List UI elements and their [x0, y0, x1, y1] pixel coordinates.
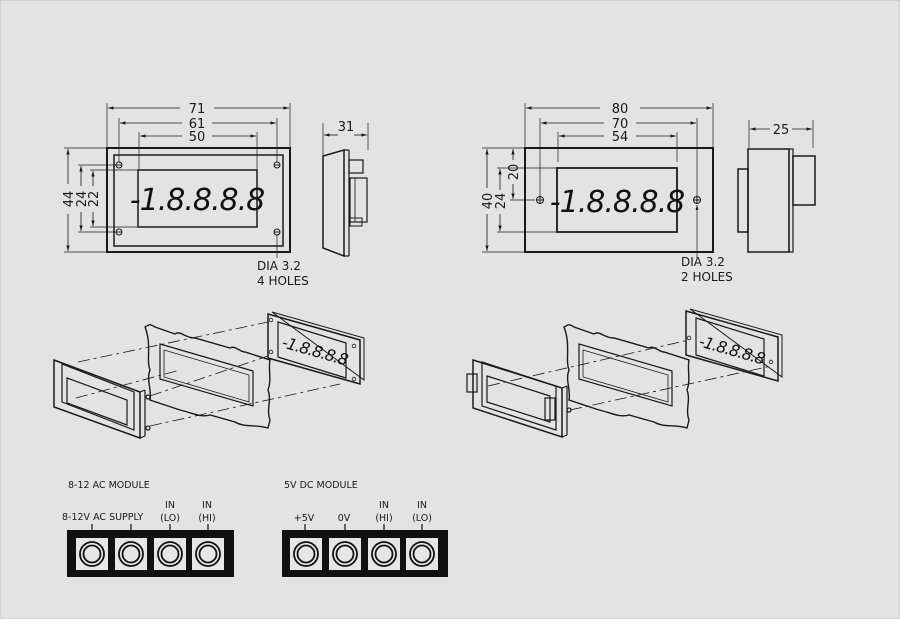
mounting-hole-icon: [115, 228, 123, 236]
lcd-display-readout-right: -1.8.8.8.8: [550, 185, 684, 220]
ac-terminal-4-label-top: IN: [202, 500, 212, 511]
mounting-hole-icon: [273, 228, 281, 236]
mounting-hole-icon: [693, 196, 701, 204]
dim-overall-width: 71: [189, 102, 206, 117]
dim-overall-width-right: 80: [612, 102, 629, 117]
dim-hole-pitch-width: 61: [189, 117, 206, 132]
ac-terminal-4-label-bottom: (HI): [198, 513, 215, 524]
ac-supply-label: 8-12V AC SUPPLY: [62, 512, 144, 523]
dim-hole-pitch-height: 24: [75, 191, 90, 208]
dc-terminal-block: [282, 524, 448, 577]
dc-terminal-4-label-bottom: (LO): [412, 513, 432, 524]
ac-module-title: 8-12 AC MODULE: [68, 480, 150, 491]
left-exploded-view: [53, 311, 365, 440]
right-meter-side-view: [737, 120, 816, 253]
terminal-screw-icon: [290, 538, 322, 570]
hole-note-dia-right: DIA 3.2: [681, 255, 725, 269]
dim-depth-right: 25: [773, 123, 790, 138]
dc-terminal-1-label: +5V: [294, 513, 315, 524]
mounting-hole-icon: [115, 161, 123, 169]
dim-cutout-width-right: 54: [612, 130, 629, 145]
terminal-screw-icon: [406, 538, 438, 570]
left-meter-side-view: [322, 123, 369, 258]
dc-terminal-3-label-bottom: (HI): [375, 513, 392, 524]
hole-note-count-right: 2 HOLES: [681, 270, 733, 284]
dim-overall-height-right: 40: [481, 193, 496, 210]
dc-terminal-2-label: 0V: [338, 513, 351, 524]
terminal-screw-icon: [115, 538, 147, 570]
dim-inner-height-right: 24: [494, 193, 509, 210]
dim-half-height-right: 20: [507, 164, 522, 181]
mounting-hole-icon: [273, 161, 281, 169]
terminal-screw-icon: [329, 538, 361, 570]
dim-overall-height: 44: [62, 191, 77, 208]
dc-terminal-4-label-top: IN: [417, 500, 427, 511]
terminal-screw-icon: [192, 538, 224, 570]
terminal-screw-icon: [154, 538, 186, 570]
left-meter-front-view: [64, 103, 291, 258]
dim-cutout-width: 50: [189, 130, 206, 145]
terminal-screw-icon: [368, 538, 400, 570]
dim-depth: 31: [338, 120, 355, 135]
dc-terminal-3-label-top: IN: [379, 500, 389, 511]
hole-note-dia: DIA 3.2: [257, 259, 301, 273]
right-exploded-view: [466, 308, 783, 439]
terminal-screw-icon: [76, 538, 108, 570]
lcd-display-readout: -1.8.8.8.8: [130, 183, 264, 218]
dim-hole-pitch-width-right: 70: [612, 117, 629, 132]
ac-terminal-block: [67, 524, 234, 577]
dim-cutout-height: 22: [87, 191, 102, 208]
dc-module-title: 5V DC MODULE: [284, 480, 358, 491]
ac-terminal-3-label-top: IN: [165, 500, 175, 511]
ac-terminal-3-label-bottom: (LO): [160, 513, 180, 524]
mounting-hole-icon: [536, 196, 544, 204]
hole-note-count: 4 HOLES: [257, 274, 309, 288]
right-meter-front-view: [482, 103, 714, 258]
